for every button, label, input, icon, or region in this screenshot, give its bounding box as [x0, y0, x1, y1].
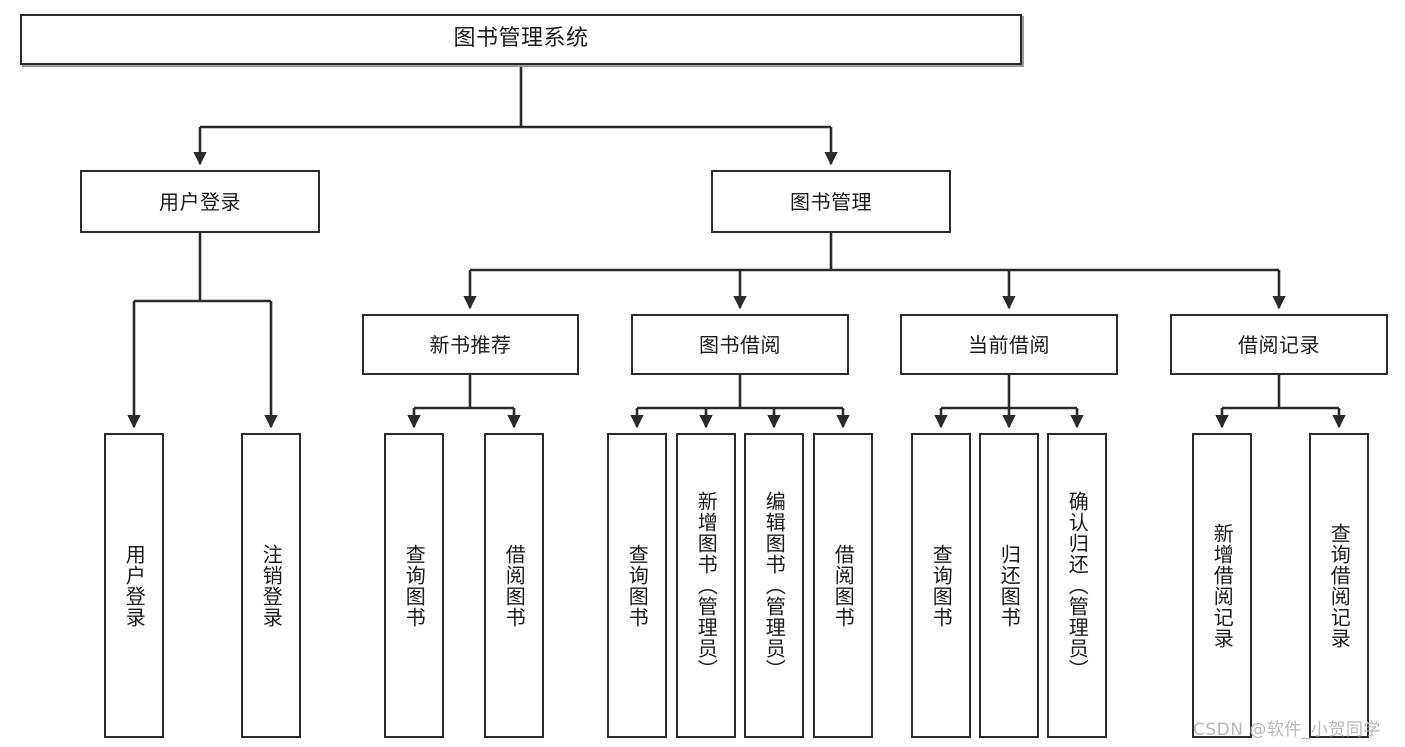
node-leaf-edit-book-admin[interactable]: 编辑图书（管理员）	[744, 433, 804, 738]
node-label: 确认归还（管理员）	[1065, 491, 1090, 680]
node-leaf-query-book-current[interactable]: 查询图书	[911, 433, 971, 738]
node-label: 图书管理	[790, 189, 872, 214]
node-new-book-recommend[interactable]: 新书推荐	[362, 314, 579, 375]
node-leaf-user-login[interactable]: 用户登录	[104, 433, 164, 738]
node-label: 用户登录	[122, 543, 147, 628]
node-leaf-query-book[interactable]: 查询图书	[607, 433, 667, 738]
node-leaf-borrow-book-recommend[interactable]: 借阅图书	[484, 433, 544, 738]
node-current-borrow[interactable]: 当前借阅	[900, 314, 1118, 375]
node-book-management[interactable]: 图书管理	[711, 170, 951, 233]
node-borrow-record[interactable]: 借阅记录	[1170, 314, 1388, 375]
node-book-borrow[interactable]: 图书借阅	[631, 314, 849, 375]
node-leaf-add-book-admin[interactable]: 新增图书（管理员）	[676, 433, 736, 738]
node-root-book-management-system[interactable]: 图书管理系统	[20, 14, 1022, 65]
node-leaf-query-book-recommend[interactable]: 查询图书	[384, 433, 444, 738]
node-label: 借阅图书	[831, 543, 856, 628]
node-label: 图书管理系统	[453, 26, 589, 52]
node-label: 新书推荐	[429, 332, 512, 357]
node-leaf-logout[interactable]: 注销登录	[241, 433, 301, 738]
node-label: 查询图书	[402, 543, 427, 628]
node-label: 用户登录	[159, 189, 241, 214]
node-label: 新增借阅记录	[1210, 522, 1235, 649]
node-label: 编辑图书（管理员）	[762, 491, 787, 680]
node-label: 借阅图书	[502, 543, 527, 628]
node-label: 查询图书	[625, 543, 650, 628]
node-label: 图书借阅	[699, 332, 781, 357]
node-label: 查询借阅记录	[1327, 522, 1352, 649]
node-leaf-borrow-book[interactable]: 借阅图书	[813, 433, 873, 738]
node-leaf-confirm-return-admin[interactable]: 确认归还（管理员）	[1047, 433, 1107, 738]
node-label: 查询图书	[929, 543, 954, 628]
node-label: 注销登录	[259, 543, 284, 628]
node-leaf-return-book[interactable]: 归还图书	[979, 433, 1039, 738]
node-label: 借阅记录	[1238, 332, 1320, 357]
node-label: 当前借阅	[968, 332, 1050, 357]
node-leaf-add-borrow-record[interactable]: 新增借阅记录	[1192, 433, 1252, 738]
node-label: 新增图书（管理员）	[694, 491, 719, 680]
node-label: 归还图书	[997, 543, 1022, 628]
watermark: CSDN @软件_小贺同学	[1193, 720, 1381, 740]
node-user-login[interactable]: 用户登录	[80, 170, 320, 233]
node-leaf-query-borrow-record[interactable]: 查询借阅记录	[1309, 433, 1369, 738]
